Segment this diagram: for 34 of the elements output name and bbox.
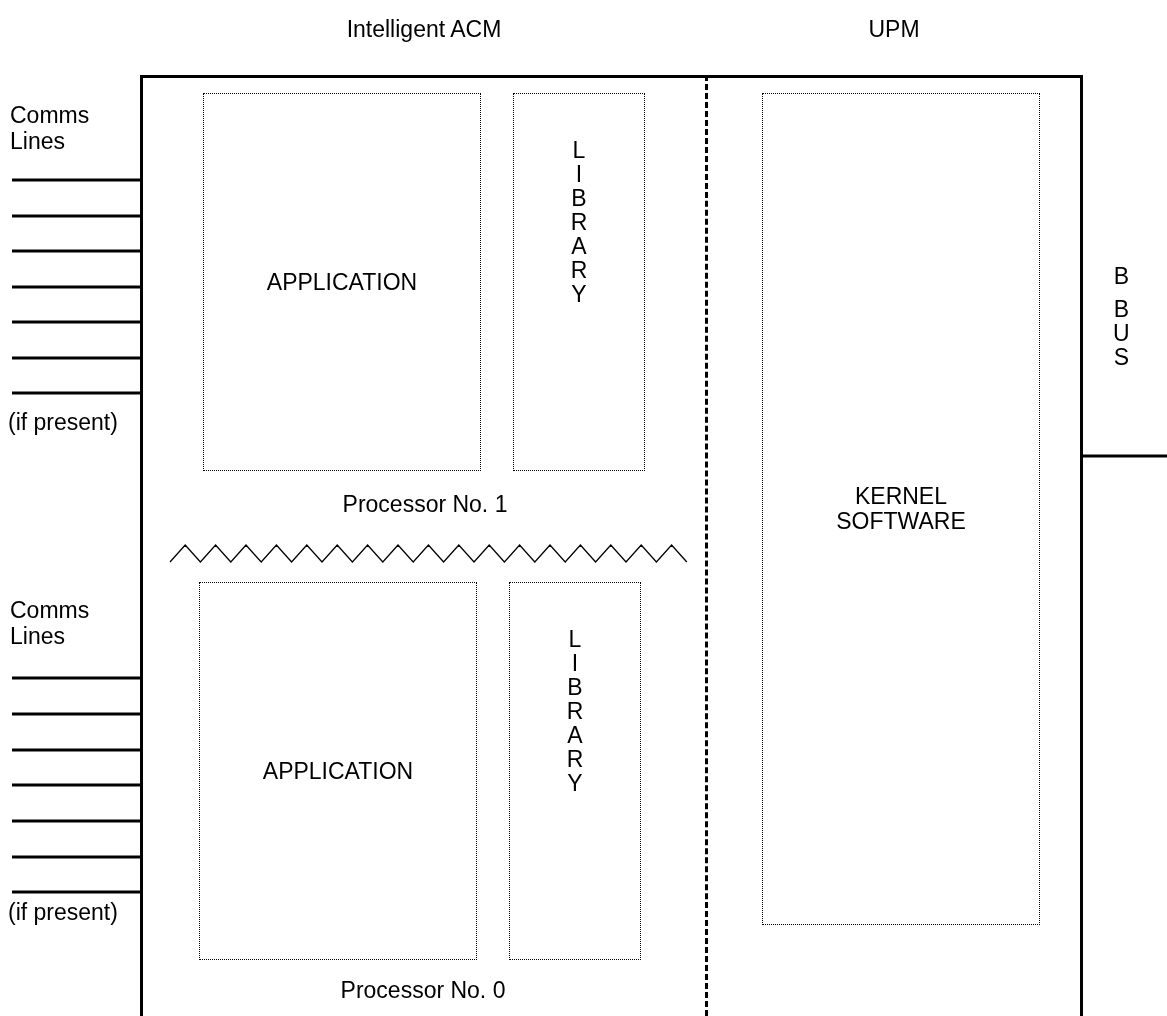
section-heading: Intelligent ACM xyxy=(345,16,503,43)
signal-line xyxy=(12,391,140,395)
software-block xyxy=(513,93,645,471)
signal-line xyxy=(12,748,140,752)
note-label: Comms Lines xyxy=(10,598,91,650)
software-block xyxy=(762,93,1040,925)
software-block xyxy=(199,582,477,960)
signal-line xyxy=(12,855,140,859)
signal-line xyxy=(12,285,140,289)
signal-line xyxy=(12,676,140,680)
software-block xyxy=(509,582,641,960)
signal-line xyxy=(12,356,140,360)
signal-line xyxy=(12,712,140,716)
block-label: LIBRARY xyxy=(566,627,584,795)
note-label: Processor No. 1 xyxy=(341,492,509,518)
signal-line xyxy=(12,249,140,253)
note-label: (if present) xyxy=(8,900,118,926)
signal-line xyxy=(12,783,140,787)
software-block xyxy=(203,93,481,471)
note-label: Processor No. 0 xyxy=(339,978,507,1004)
block-label: APPLICATION xyxy=(265,269,419,295)
section-heading: UPM xyxy=(867,16,921,43)
note-label: (if present) xyxy=(8,410,118,436)
signal-line xyxy=(1083,454,1167,458)
signal-line xyxy=(12,214,140,218)
signal-line xyxy=(12,819,140,823)
block-label: APPLICATION xyxy=(261,758,415,784)
signal-line xyxy=(12,890,140,894)
note-label: Comms Lines xyxy=(10,103,91,155)
signal-line xyxy=(12,320,140,324)
signal-line xyxy=(12,178,140,182)
block-label: KERNEL SOFTWARE xyxy=(835,484,967,534)
block-label: LIBRARY xyxy=(570,138,588,306)
bus-label: B BUS xyxy=(1113,264,1130,369)
